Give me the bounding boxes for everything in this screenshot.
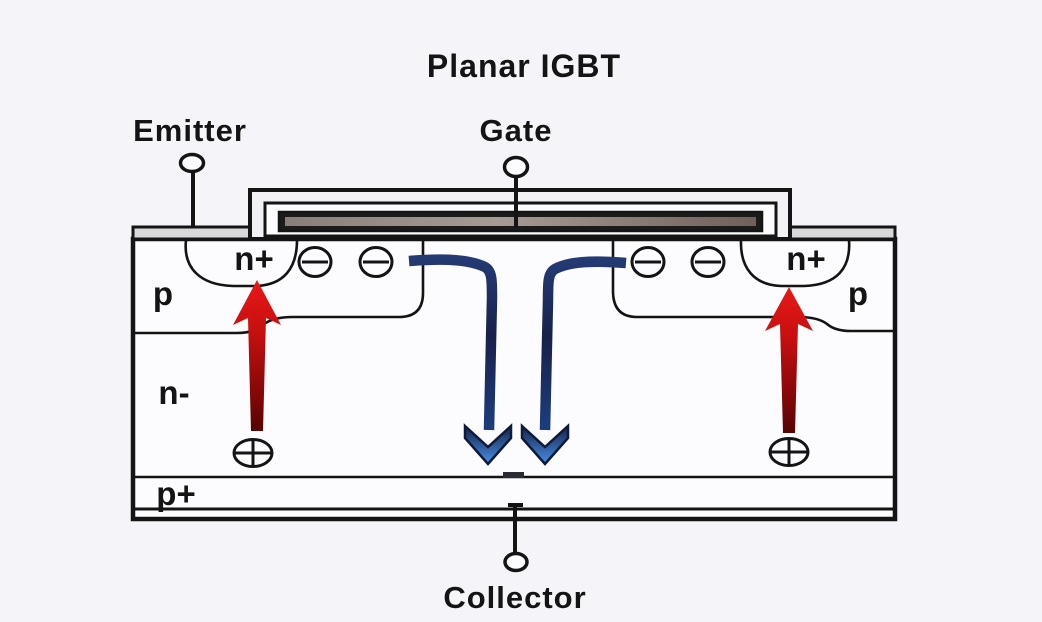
electron-arrow-left-head <box>463 423 513 466</box>
electron-icon <box>690 246 726 278</box>
collector-label: Collector <box>443 580 586 615</box>
p-plus-contact-mark <box>503 472 524 478</box>
electron-arrow-left-shaft <box>408 254 498 431</box>
emitter-terminal: Emitter <box>133 113 247 228</box>
p-plus-label: p+ <box>156 475 195 512</box>
hole-symbols <box>232 437 810 468</box>
electron-arrow-right-head <box>520 423 570 466</box>
diagram-title: Planar IGBT <box>427 48 621 84</box>
n-plus-left-outline <box>184 239 299 288</box>
hole-icon <box>768 437 810 467</box>
gate-terminal-icon <box>502 155 530 179</box>
collector-lead-cap <box>508 503 523 507</box>
n-plus-right-label: n+ <box>786 240 825 277</box>
emitter-terminal-icon <box>178 152 206 174</box>
electron-icon <box>358 246 394 278</box>
emitter-label: Emitter <box>133 113 247 148</box>
n-drift-label: n- <box>158 374 189 411</box>
gate-label: Gate <box>480 113 553 148</box>
hole-icon <box>232 438 274 468</box>
gate-stack <box>248 188 792 241</box>
p-well-right-outline <box>611 240 893 333</box>
emitter-metal-left <box>131 225 255 241</box>
hole-current-arrows <box>233 280 813 433</box>
hole-current-arrow-left <box>233 280 281 431</box>
gate-electrode-stripe <box>285 217 756 226</box>
electron-current-arrows <box>408 254 627 466</box>
n-plus-right-outline <box>739 239 851 288</box>
electron-arrow-right-shaft <box>539 256 627 431</box>
electron-symbols <box>297 246 726 278</box>
electron-icon <box>297 246 333 278</box>
n-plus-left-label: n+ <box>234 240 273 277</box>
collector-terminal: Collector <box>443 503 586 615</box>
hole-current-arrow-right <box>765 287 813 433</box>
gate-terminal: Gate <box>480 113 553 228</box>
p-left-label: p <box>153 275 173 312</box>
collector-terminal-icon <box>503 551 529 573</box>
p-right-label: p <box>848 275 868 312</box>
emitter-metal-right <box>780 225 897 241</box>
electron-icon <box>630 246 666 278</box>
